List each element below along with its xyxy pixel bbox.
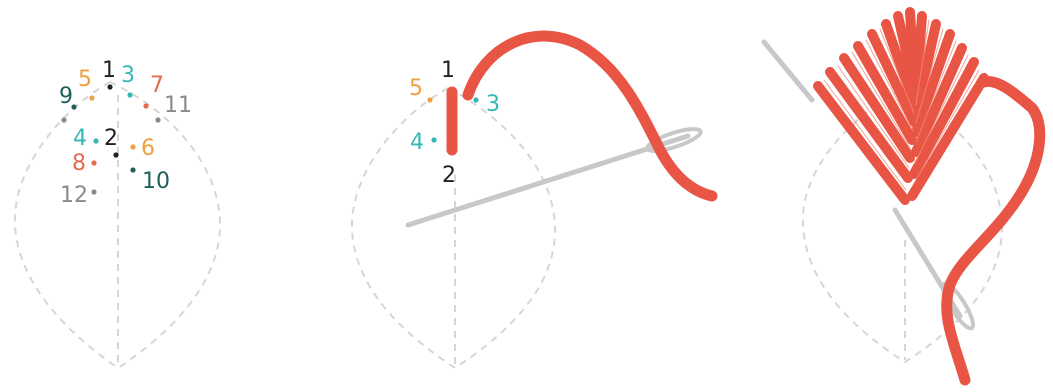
- dot-1: [107, 84, 112, 89]
- label-5: 5: [78, 67, 92, 92]
- label-6: 6: [141, 136, 155, 161]
- dot-3: [127, 92, 132, 97]
- label-8: 8: [72, 151, 86, 176]
- dot-7: [143, 103, 148, 108]
- label-4: 4: [73, 126, 87, 151]
- label-11: 11: [164, 93, 192, 118]
- label-2: 2: [104, 126, 118, 151]
- label-3: 3: [121, 63, 135, 88]
- label-1: 1: [441, 58, 455, 83]
- panel-3-fishbone-progress: [764, 12, 1040, 380]
- leaf-outline-icon: [15, 82, 220, 368]
- label-12: 12: [60, 183, 88, 208]
- panel-2-first-stitch: 1 2 3 4 5: [352, 36, 712, 368]
- embroidery-thread-icon: [947, 81, 1040, 380]
- dot-10: [130, 167, 135, 172]
- label-2: 2: [442, 163, 456, 188]
- dot-2: [113, 152, 118, 157]
- dot-12: [91, 189, 96, 194]
- dot-6: [130, 144, 135, 149]
- dot-8: [91, 160, 96, 165]
- stitch-numbers: 1 2 3 4 5 6 7 8 9 10 11 12: [59, 58, 192, 208]
- dot-3: [473, 97, 478, 102]
- label-7: 7: [150, 73, 164, 98]
- dot-4: [93, 138, 98, 143]
- label-10: 10: [142, 169, 170, 194]
- label-5: 5: [409, 76, 423, 101]
- dot-misc: [61, 117, 66, 122]
- dot-11: [155, 117, 160, 122]
- dot-4: [431, 137, 436, 142]
- label-4: 4: [410, 130, 424, 155]
- label-9: 9: [59, 84, 73, 109]
- label-1: 1: [102, 58, 116, 83]
- embroidery-thread-icon: [468, 36, 712, 196]
- dot-5: [427, 97, 432, 102]
- dot-5: [89, 95, 94, 100]
- label-3: 3: [486, 92, 500, 117]
- panel-1-stitch-points: 1 2 3 4 5 6 7 8 9 10 11 12: [15, 58, 220, 368]
